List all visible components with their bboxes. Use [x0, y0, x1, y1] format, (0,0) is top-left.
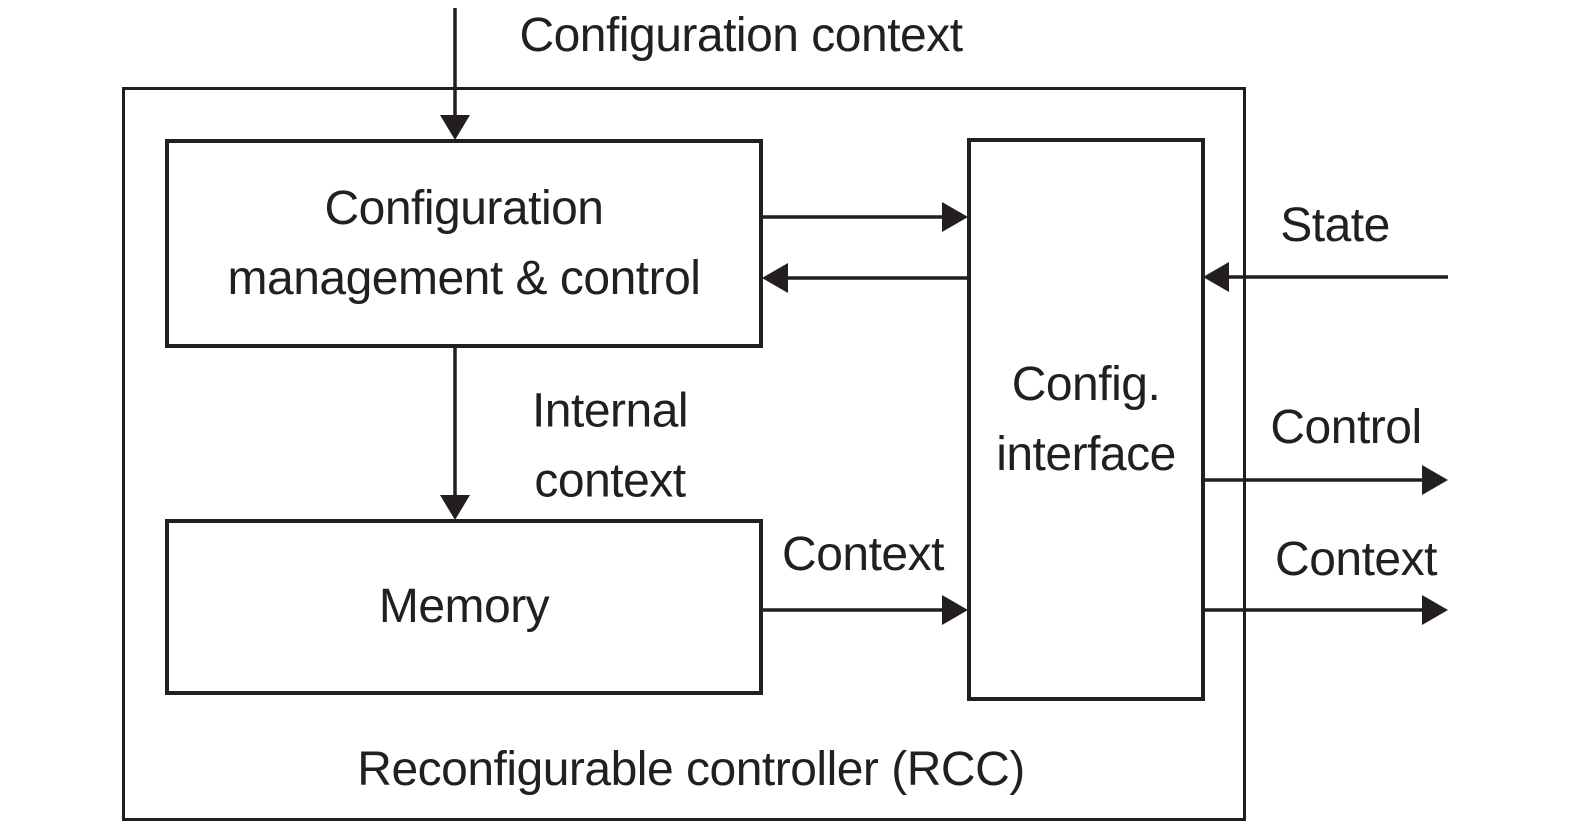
arrow-cmc-to-interface-icon [763, 202, 968, 232]
config-interface-box: Config. interface [967, 138, 1205, 701]
memory-box: Memory [165, 519, 763, 695]
context-out-label: Context [1275, 533, 1437, 587]
configuration-context-label: Configuration context [519, 9, 963, 63]
internal-context-label-line1: Internal [531, 384, 689, 438]
internal-context-label-line2: context [534, 454, 686, 507]
memory-label: Memory [378, 580, 550, 634]
arrow-internal-context-icon [440, 348, 470, 520]
arrow-memory-context-icon [763, 595, 968, 625]
arrow-control-out-icon [1205, 465, 1448, 495]
internal-context-label: Internal context [531, 376, 689, 515]
config-interface-label: Config. interface [996, 350, 1176, 489]
cmc-label-line2: management & control [227, 251, 701, 305]
control-label: Control [1270, 401, 1422, 455]
arrow-state-in-icon [1203, 262, 1448, 292]
rcc-caption: Reconfigurable controller (RCC) [357, 743, 1025, 797]
arrow-interface-to-cmc-icon [762, 263, 967, 293]
cmc-box: Configuration management & control [165, 139, 763, 348]
cmc-label-line1: Configuration [324, 181, 604, 235]
memory-context-label: Context [782, 528, 944, 582]
config-interface-label-line2: interface [996, 427, 1176, 481]
cmc-label: Configuration management & control [228, 174, 701, 313]
arrow-configuration-context-icon [440, 8, 470, 140]
outer-rcc-box [122, 87, 1246, 821]
config-interface-label-line1: Config. [1011, 357, 1161, 411]
arrow-context-out-icon [1205, 595, 1448, 625]
state-label: State [1280, 199, 1390, 253]
